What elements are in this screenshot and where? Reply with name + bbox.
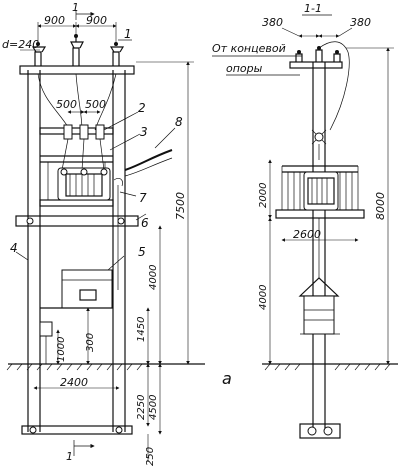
- conductor-label: d=240: [2, 38, 39, 51]
- side-top-dim-right: 380: [350, 16, 371, 29]
- callout-7: 7: [139, 191, 147, 205]
- dim-1000: 1000: [56, 337, 67, 362]
- callout-4: 4: [10, 241, 18, 255]
- service-platform: [15, 215, 139, 227]
- fuses: [63, 124, 105, 140]
- dim-2400: 2400: [60, 376, 88, 389]
- side-dim-2000: 2000: [258, 183, 269, 208]
- source-line2: опоры: [226, 62, 263, 75]
- fuse-dim-left: 500: [56, 98, 77, 111]
- lv-cabinet: [61, 269, 113, 309]
- side-dim-2600: 2600: [293, 228, 321, 241]
- dim-250: 250: [145, 447, 156, 466]
- callout-5: 5: [138, 245, 146, 259]
- dim-4500: 4500: [148, 395, 159, 420]
- source-line1: От концевой: [212, 42, 286, 55]
- side-view: 380 380 1-1 От концевой опоры: [212, 2, 398, 439]
- dim-4000: 4000: [148, 265, 159, 290]
- callout-2: 2: [138, 101, 146, 115]
- side-cabinet: [298, 277, 340, 335]
- dim-1450: 1450: [136, 317, 147, 342]
- top-crossarm: [19, 65, 135, 75]
- callout-6: 6: [141, 216, 149, 230]
- insulators: [31, 34, 125, 66]
- fuse-crossbar: [39, 127, 114, 135]
- dim-2250: 2250: [136, 395, 147, 420]
- callout-labels: 1 2 3 4 5 6 7 8: [10, 27, 183, 271]
- cross-dim-left: 900: [44, 14, 65, 27]
- callout-3: 3: [140, 125, 148, 139]
- cross-dim-right: 900: [86, 14, 107, 27]
- side-dim-8000: 8000: [374, 192, 387, 220]
- fuse-dim-right: 500: [85, 98, 106, 111]
- transformer: [57, 167, 111, 201]
- section-mark-top: 1: [72, 1, 79, 14]
- side-section-title: 1-1: [304, 2, 322, 15]
- view-letter: а: [222, 369, 232, 388]
- dim-300: 300: [85, 333, 96, 352]
- side-dim-4000: 4000: [258, 285, 269, 310]
- callout-8: 8: [175, 115, 183, 129]
- callout-1: 1: [124, 27, 132, 41]
- base-beam: [21, 425, 133, 435]
- ground-hatch: [6, 363, 143, 371]
- front-view: 900 900 1 d=240 500 500 1 2 3 4 5 6: [2, 1, 205, 466]
- dim-7500: 7500: [174, 192, 187, 220]
- side-pole: [312, 62, 326, 432]
- side-top-dim-left: 380: [262, 16, 283, 29]
- side-transformer: [303, 171, 339, 211]
- outgoing-cable: [124, 149, 173, 171]
- section-mark-bottom: 1: [66, 450, 73, 463]
- left-pole: [27, 70, 41, 432]
